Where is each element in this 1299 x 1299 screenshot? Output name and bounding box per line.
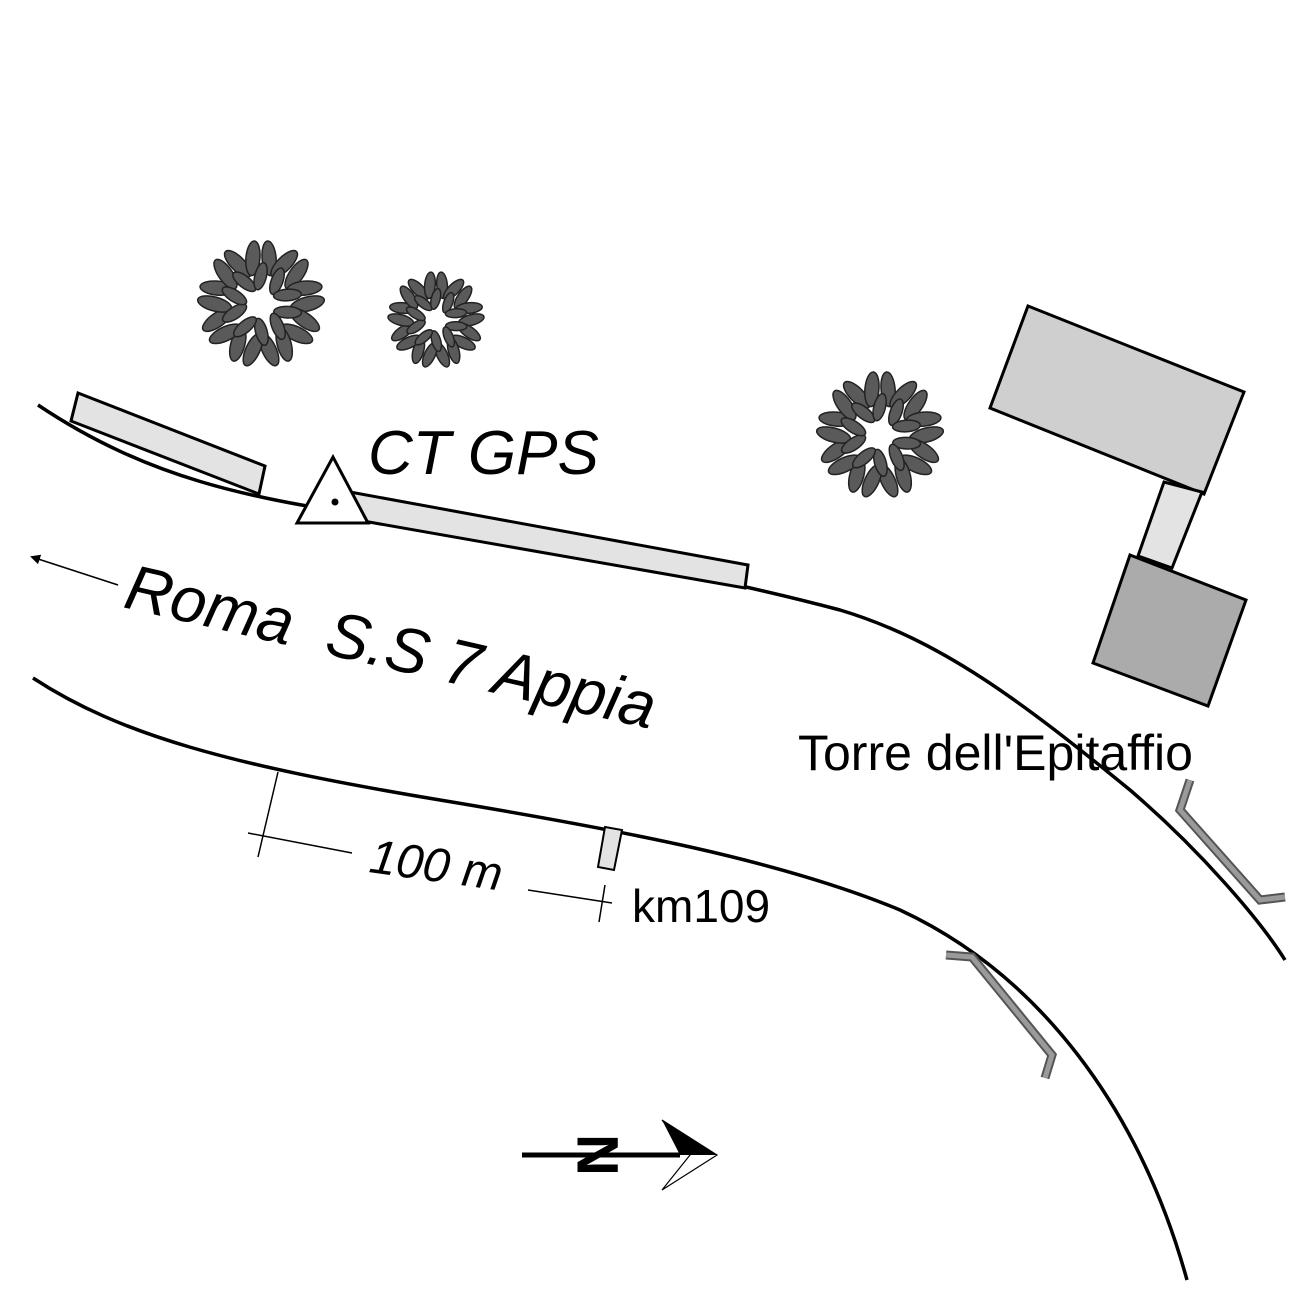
tree-leaf	[891, 419, 922, 433]
milestone-label: km109	[632, 880, 770, 932]
tree-leaf	[903, 389, 928, 421]
guardrail-east	[1174, 778, 1286, 905]
tree-leaf	[851, 447, 877, 469]
building-upper	[988, 304, 1246, 496]
guardrail-east-inner	[1177, 779, 1286, 903]
scale-label: 100 m	[366, 830, 505, 901]
tree-leaf	[444, 321, 468, 332]
tree-leaf	[272, 288, 303, 302]
tree-leaf	[872, 448, 888, 478]
building-lower	[1091, 553, 1248, 708]
tree-leaf	[832, 389, 857, 421]
tree-icon	[196, 240, 326, 367]
tree-leaf	[414, 328, 434, 346]
tree-leaf	[423, 271, 437, 300]
tree-leaf	[223, 249, 252, 278]
tree-leaf	[213, 258, 238, 290]
tree-icon	[387, 271, 485, 368]
tree-leaf	[872, 392, 887, 422]
road-edge-north	[37, 403, 1287, 961]
milestone-marker	[596, 825, 624, 872]
tree-leaf	[888, 443, 905, 472]
tree-leaf	[429, 287, 442, 310]
tree-leaf	[887, 398, 905, 427]
tree-leaf	[430, 330, 443, 353]
guardrail-south-inner	[945, 952, 1055, 1079]
station-label: CT GPS	[368, 419, 599, 488]
tree-leaf	[399, 285, 419, 310]
tree-leaf	[842, 380, 871, 409]
place-label: Torre dell'Epitaffio	[798, 725, 1193, 781]
tree-leaf	[891, 436, 922, 450]
north-arrow-icon: N	[522, 1119, 719, 1191]
building-connector	[1136, 480, 1205, 570]
tree-leaf	[221, 303, 248, 323]
tree-leaf	[413, 294, 433, 312]
wall-long	[344, 490, 750, 590]
north-letter: N	[565, 1134, 630, 1176]
tree-icon	[815, 371, 945, 498]
tree-leaf	[232, 316, 258, 338]
tree-leaf	[840, 434, 867, 454]
tree-leaf	[444, 308, 468, 319]
tree-leaf	[221, 286, 248, 306]
tree-leaf	[840, 417, 867, 437]
tree-leaf	[272, 305, 303, 319]
tree-leaf	[284, 258, 309, 290]
tree-leaf	[406, 319, 426, 335]
tree-leaf	[851, 402, 876, 424]
tree-leaf	[405, 306, 426, 322]
tree-leaf	[864, 371, 880, 408]
tree-leaf	[441, 291, 455, 314]
tree-leaf	[269, 312, 286, 341]
tree-leaf	[253, 317, 269, 347]
tree-leaf	[442, 326, 456, 348]
road-edge-south	[32, 676, 1189, 1281]
wall-west	[69, 390, 267, 497]
gps-station-triangle-icon	[294, 453, 371, 525]
tree-leaf	[232, 271, 257, 293]
tree-leaf	[268, 267, 286, 296]
tree-leaf	[253, 261, 268, 291]
direction-arrow-icon	[30, 554, 119, 586]
tree-leaf	[245, 240, 261, 277]
scale-bar	[247, 771, 613, 923]
road-label: Roma S.S 7 Appia	[119, 550, 663, 742]
